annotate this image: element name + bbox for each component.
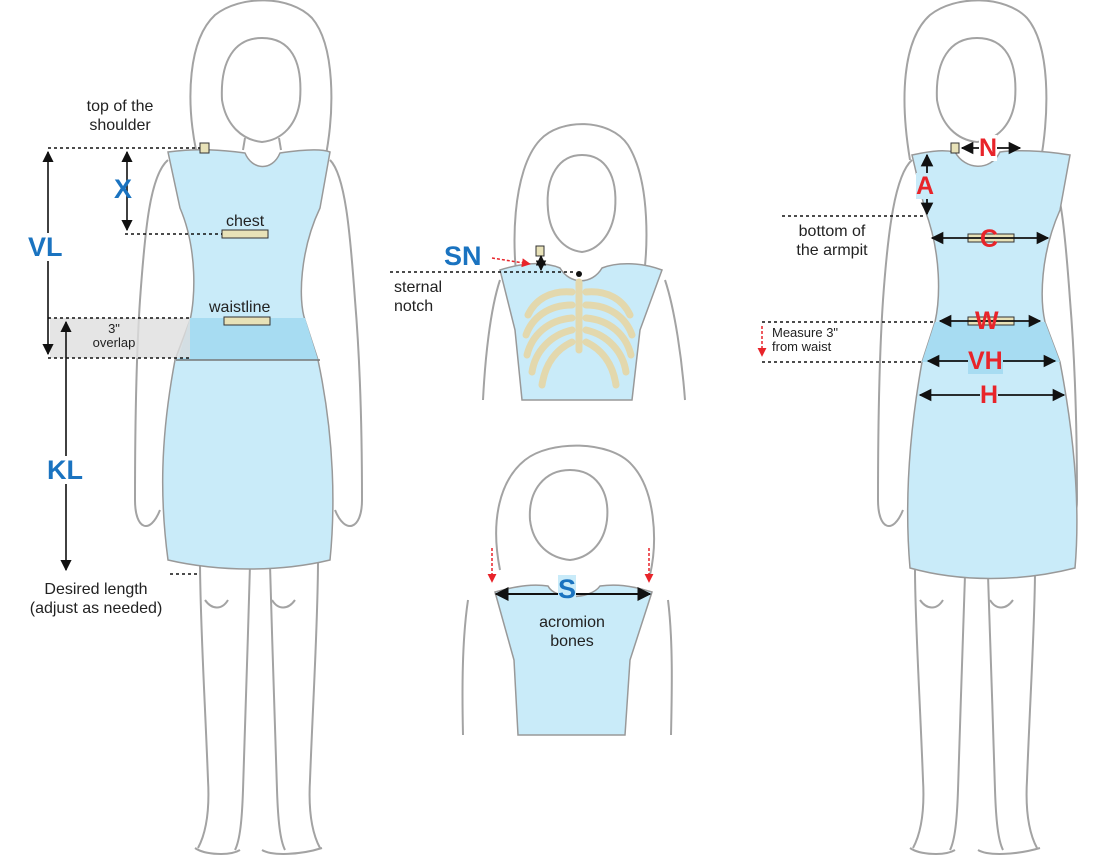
waistline-label: waistline	[209, 298, 270, 317]
acromion-line1: acromion	[520, 613, 624, 632]
vl-label: VL	[28, 233, 63, 261]
bottom-armpit-label: bottom of the armpit	[782, 222, 882, 260]
kl-label: KL	[47, 456, 83, 484]
c-label: C	[980, 226, 998, 252]
chest-label: chest	[226, 212, 264, 231]
sn-label: SN	[444, 242, 482, 270]
n-marker	[951, 143, 959, 153]
garment-middle-bottom	[495, 585, 652, 735]
shoulder-marker	[200, 143, 209, 153]
desired-length-line2: (adjust as needed)	[0, 599, 192, 618]
desired-length-line1: Desired length	[0, 580, 192, 599]
measure-waist-line1: Measure 3"	[772, 326, 838, 340]
bottom-armpit-line1: bottom of	[782, 222, 882, 241]
a-label: A	[916, 173, 934, 199]
arrows-left	[48, 152, 127, 570]
acromion-label: acromion bones	[520, 613, 624, 651]
h-label: H	[980, 382, 998, 408]
desired-length-label: Desired length (adjust as needed)	[0, 580, 192, 618]
top-of-shoulder-line2: shoulder	[50, 116, 190, 135]
sn-marker	[536, 246, 544, 256]
acromion-line2: bones	[520, 632, 624, 651]
sternal-notch-line1: sternal	[394, 278, 442, 297]
waist-tape	[224, 317, 270, 325]
x-label: X	[114, 175, 132, 203]
measure-waist-label: Measure 3" from waist	[772, 326, 838, 354]
overlap-line1: 3"	[74, 322, 154, 336]
top-of-shoulder-line1: top of the	[50, 97, 190, 116]
sn-red-arrow	[492, 258, 530, 264]
sternal-notch-point	[576, 271, 582, 277]
overlap-label: 3" overlap	[74, 322, 154, 350]
sternal-notch-label: sternal notch	[394, 278, 442, 316]
bottom-armpit-line2: the armpit	[782, 241, 882, 260]
chest-tape	[222, 230, 268, 238]
s-label: S	[558, 575, 576, 603]
w-label: W	[975, 308, 999, 334]
overlap-line2: overlap	[74, 336, 154, 350]
sternal-notch-line2: notch	[394, 297, 442, 316]
measure-waist-line2: from waist	[772, 340, 838, 354]
top-of-shoulder-label: top of the shoulder	[50, 97, 190, 135]
vh-label: VH	[968, 348, 1003, 374]
n-label: N	[979, 135, 997, 161]
